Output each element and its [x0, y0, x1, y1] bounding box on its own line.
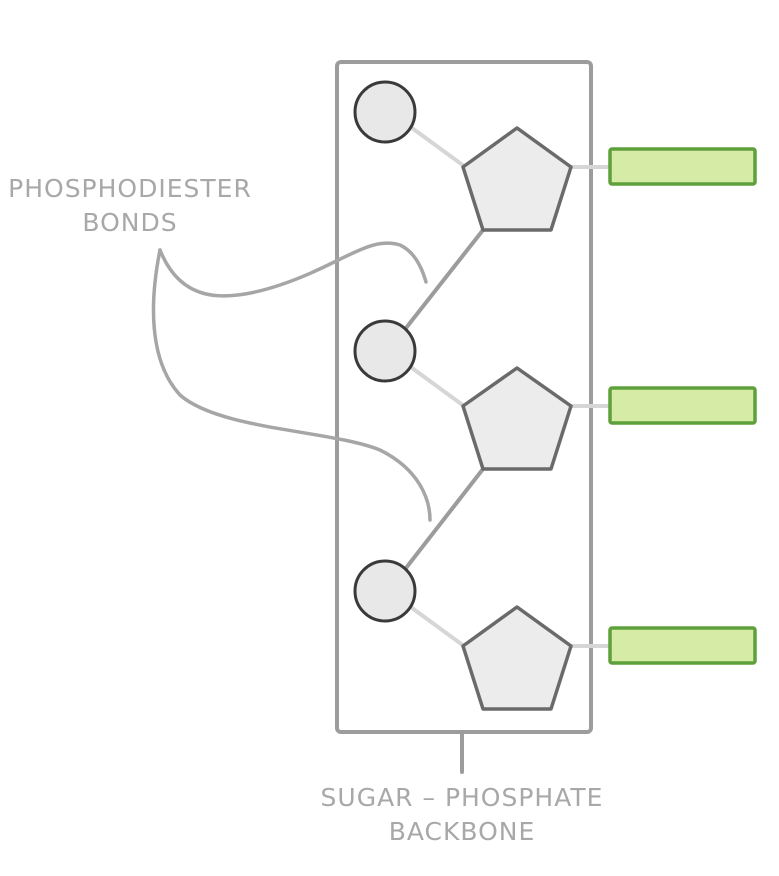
phosphate-circle-3: [353, 559, 417, 623]
phosphodiester-bond-2: [404, 467, 485, 570]
backbone-box: [335, 60, 593, 734]
leader-line-upper: [158, 241, 428, 298]
base-rect-2: [608, 386, 757, 425]
phosphodiester-bond-1: [404, 228, 485, 330]
base-rect-3: [608, 626, 757, 665]
phosphodiester-label-line1: PHOSPHODIESTER: [8, 174, 252, 203]
phosphate-sugar-link-3: [410, 606, 466, 648]
phosphate-circle-2: [353, 319, 417, 383]
sugar-pentagon-2: [461, 366, 573, 471]
phosphate-circle-1: [353, 80, 417, 144]
phosphate-sugar-link-1: [410, 126, 466, 168]
backbone-label-line2: BACKBONE: [389, 817, 536, 846]
leader-line-lower: [151, 248, 432, 522]
backbone-label-line1: SUGAR – PHOSPHATE: [321, 783, 604, 812]
base-rect-1: [608, 147, 757, 186]
phosphate-sugar-link-2: [410, 366, 466, 408]
sugar-pentagon-3: [461, 605, 573, 711]
sugar-pentagon-1: [461, 126, 573, 232]
phosphodiester-label-line2: BONDS: [82, 208, 177, 237]
